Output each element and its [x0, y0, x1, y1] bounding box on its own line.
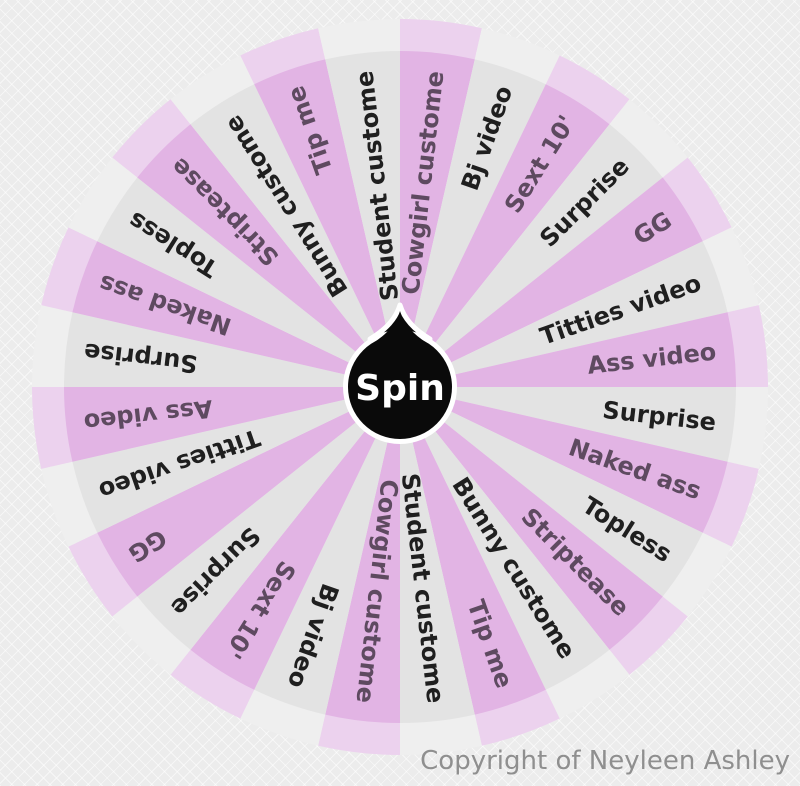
wheel-segment[interactable] [254, 387, 400, 715]
wheel-segment[interactable] [254, 59, 400, 388]
wheel-segment[interactable] [64, 312, 400, 387]
wheel-segment[interactable] [400, 59, 546, 388]
wheel-segment[interactable] [400, 84, 610, 388]
wheel-segment[interactable] [72, 387, 401, 533]
wheel-segment[interactable] [400, 387, 610, 690]
wheel-segments[interactable] [64, 51, 736, 723]
copyright-text: Copyright of Neyleen Ashley [420, 746, 790, 776]
wheel-segment[interactable] [400, 387, 546, 715]
wheel-segment[interactable] [137, 124, 401, 388]
spin-button-label[interactable]: Spin [355, 368, 445, 409]
wheel-segment[interactable] [400, 387, 475, 723]
wheel-segment[interactable] [400, 387, 728, 533]
wheel-segment[interactable] [400, 387, 703, 597]
wheel-segment[interactable] [97, 387, 401, 597]
wheel-segment[interactable] [190, 387, 400, 690]
wheel-segment[interactable] [400, 51, 475, 387]
wheel-segment[interactable] [400, 387, 736, 462]
wheel-segment[interactable] [400, 177, 703, 387]
wheel-segment[interactable] [400, 387, 663, 650]
wheel-segment[interactable] [137, 387, 401, 650]
wheel-segment[interactable] [325, 51, 400, 387]
pointer-tip [373, 311, 427, 343]
spin-button[interactable]: Spin [343, 302, 457, 444]
wheel-segment[interactable] [400, 241, 728, 387]
wheel-segment[interactable] [97, 177, 401, 387]
spin-button-core[interactable] [348, 335, 452, 439]
wheel-segment[interactable] [64, 387, 400, 462]
wheel-segment[interactable] [72, 241, 401, 387]
wheel-segment[interactable] [325, 387, 400, 723]
wheel-segment[interactable] [190, 84, 400, 388]
wheel-segment[interactable] [400, 124, 663, 388]
wheel-segment[interactable] [400, 312, 736, 387]
